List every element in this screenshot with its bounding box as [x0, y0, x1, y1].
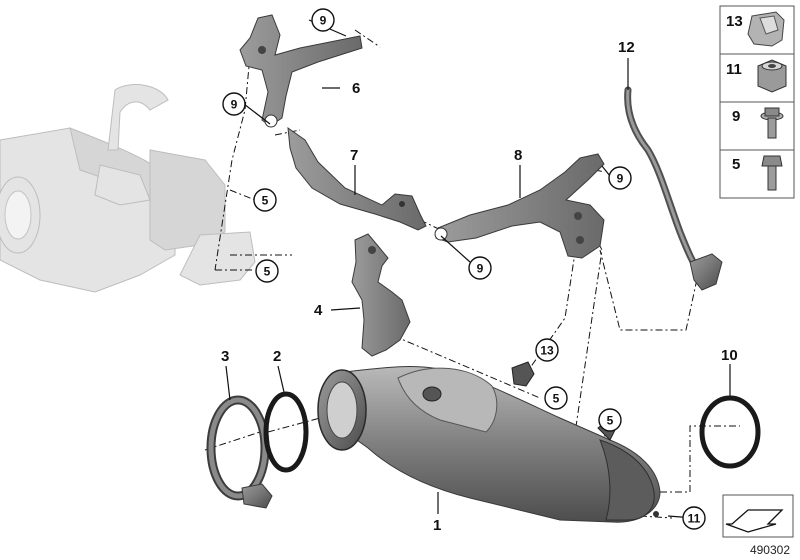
label-8: 8	[514, 147, 522, 164]
label-12: 12	[618, 39, 635, 56]
circle-ref-9-right: 9	[608, 166, 632, 190]
ghost-assembly	[0, 84, 256, 293]
clamp-3[interactable]	[206, 395, 273, 509]
svg-text:13: 13	[726, 13, 743, 30]
direction-arrow-icon	[725, 509, 784, 533]
label-10: 10	[721, 347, 738, 364]
legend-row-5: 5	[732, 155, 783, 191]
svg-text:5: 5	[732, 156, 740, 173]
svg-text:9: 9	[477, 262, 484, 276]
svg-text:9: 9	[320, 14, 327, 28]
small-parts-legend: 13 11 9 5	[719, 5, 795, 199]
legend-row-13: 13	[726, 11, 785, 47]
svg-text:11: 11	[726, 61, 742, 78]
svg-text:9: 9	[732, 108, 740, 125]
bracket-8[interactable]	[434, 153, 605, 259]
svg-text:9: 9	[231, 98, 238, 112]
label-6: 6	[352, 80, 360, 97]
hex-collar-nut-icon	[757, 59, 787, 93]
circle-ref-13: 13	[535, 338, 559, 362]
circle-ref-5-ghost-lower: 5	[255, 259, 279, 283]
svg-text:11: 11	[688, 512, 701, 526]
clip-nut-icon	[747, 11, 785, 47]
catalytic-converter-1[interactable]	[317, 361, 661, 523]
legend-row-9: 9	[732, 107, 784, 139]
svg-text:5: 5	[262, 194, 269, 208]
ring-10[interactable]	[699, 395, 761, 469]
label-3: 3	[221, 348, 229, 365]
svg-text:13: 13	[540, 344, 554, 358]
bracket-4[interactable]	[351, 233, 411, 357]
part-labels: 6 7 8 12 4 3 2 10 1	[221, 39, 738, 534]
svg-text:5: 5	[264, 265, 271, 279]
circle-ref-9-bottom: 9	[468, 256, 492, 280]
label-7: 7	[350, 147, 358, 164]
bracket-6[interactable]	[239, 14, 363, 128]
label-4: 4	[314, 302, 323, 319]
ring-2[interactable]	[263, 391, 309, 473]
flange-bolt-icon	[760, 107, 784, 139]
label-2: 2	[273, 348, 281, 365]
label-1: 1	[433, 517, 441, 534]
circle-ref-5-ghost-upper: 5	[253, 188, 277, 212]
pipe-12[interactable]	[624, 86, 723, 291]
circle-ref-5-converter: 5	[544, 386, 568, 410]
orientation-arrow	[722, 494, 794, 538]
legend-row-11: 11	[726, 59, 787, 93]
svg-text:5: 5	[553, 392, 560, 406]
bracket-7[interactable]	[287, 126, 427, 231]
svg-text:5: 5	[607, 414, 614, 428]
drawing-number: 490302	[749, 543, 790, 557]
circle-ref-11: 11	[682, 506, 706, 530]
circle-ref-9-left: 9	[222, 92, 246, 116]
circled-refs: 9 9 9 9 5 5 13 5	[222, 8, 706, 530]
circle-ref-5-outlet: 5	[598, 408, 622, 432]
hex-bolt-icon	[761, 155, 783, 191]
circle-ref-9-top: 9	[311, 8, 335, 32]
svg-text:9: 9	[617, 172, 624, 186]
